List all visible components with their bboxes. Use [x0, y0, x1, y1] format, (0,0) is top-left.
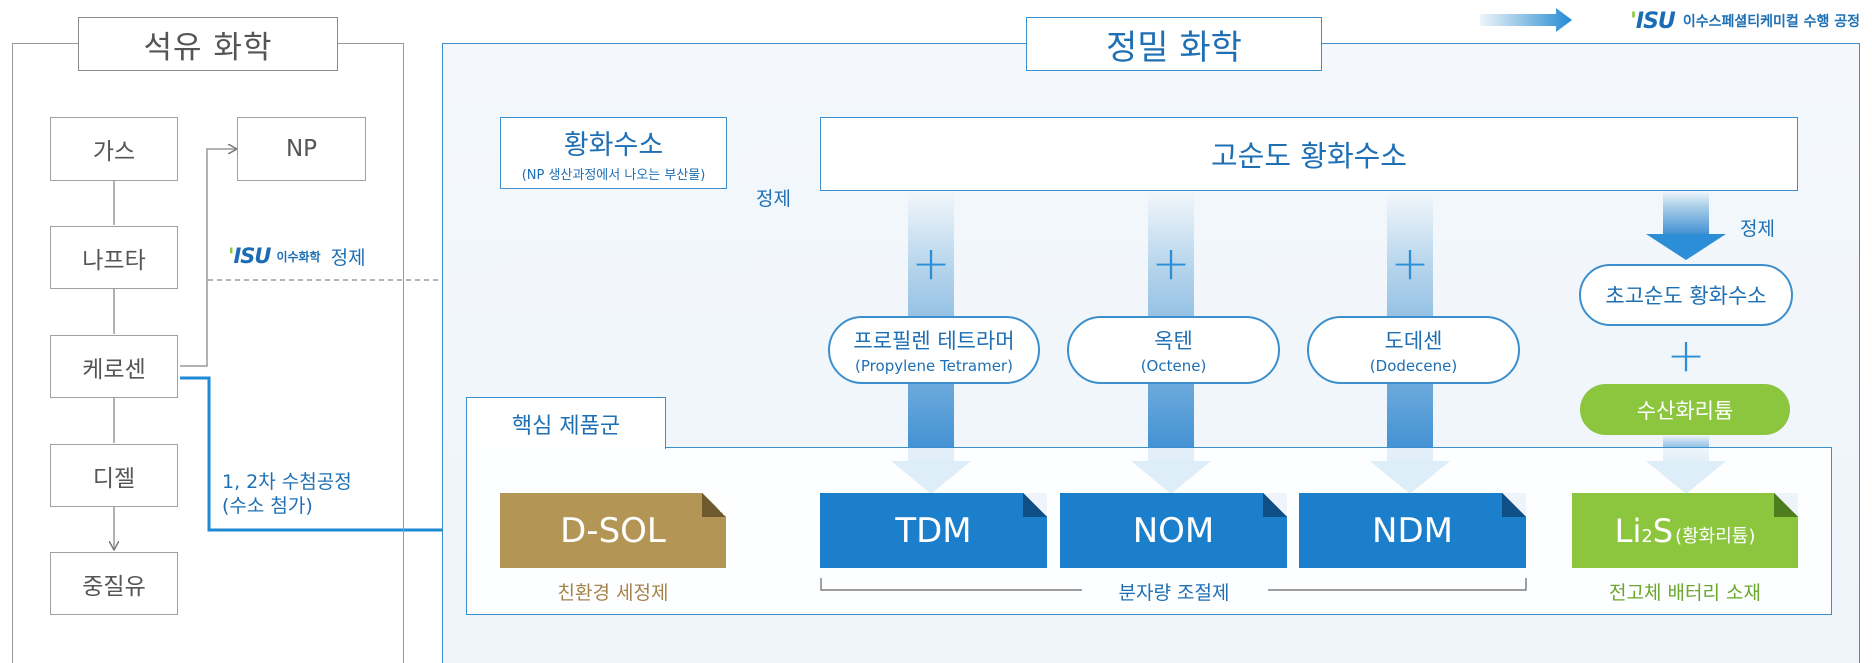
plus-icon: + [1390, 236, 1430, 290]
isu-specialty-logo: 'ISU [1630, 8, 1676, 34]
li2s-subscript: 2 [1641, 526, 1653, 547]
isu-company-name: 이수화학 [276, 249, 321, 264]
fold-corner-icon [1502, 493, 1526, 517]
fold-corner-icon [702, 493, 726, 517]
category-molecular-weight: 분자량 조절제 [1118, 581, 1230, 604]
high-purity-h2s-box: 고순도 황화수소 [820, 117, 1798, 191]
fine-chemical-title: 정밀 화학 [1026, 17, 1322, 71]
node-diesel: 디젤 [50, 444, 178, 507]
node-heavy-oil: 중질유 [50, 552, 178, 615]
lithium-hydroxide-pill: 수산화리튬 [1580, 384, 1790, 435]
reactant-dodecene: 도데센 (Dodecene) [1307, 316, 1520, 384]
refine-label-2: 정제 [1740, 218, 1775, 240]
node-np: NP [237, 117, 366, 181]
hydrogenation-label: 1, 2차 수첨공정 (수소 첨가) [222, 470, 352, 518]
molecular-weight-bracket [820, 578, 1527, 591]
category-li2s: 전고체 배터리 소재 [1609, 581, 1761, 604]
refine-label: 정제 [756, 188, 791, 210]
isu-refine-label: 정제 [330, 246, 366, 269]
node-naphtha: 나프타 [50, 226, 178, 289]
reactant-english: (Dodecene) [1369, 357, 1458, 375]
flow-pillar-ultra [1663, 191, 1709, 236]
hydrogenation-line2: (수소 첨가) [222, 495, 313, 517]
isu-specialty-note: 'ISU 이수스페셜티케미컬 수행 공정 [1480, 6, 1860, 36]
petrochemical-title: 석유 화학 [78, 17, 338, 71]
reactant-english: (Octene) [1140, 357, 1207, 375]
plus-icon: + [1151, 236, 1191, 290]
h2s-title: 황화수소 [563, 130, 664, 161]
reactant-name: 도데센 [1384, 329, 1443, 353]
fold-corner-icon [1774, 493, 1798, 517]
product-ndm: NDM [1299, 493, 1526, 568]
product-tdm: TDM [820, 493, 1047, 568]
ultra-high-purity-label: 초고순도 황화수소 [1605, 284, 1767, 308]
fold-corner-icon [1263, 493, 1287, 517]
h2s-subtitle: (NP 생산과정에서 나오는 부산물) [521, 168, 706, 183]
reactant-octene: 옥텐 (Octene) [1067, 316, 1280, 384]
h2s-box: 황화수소 (NP 생산과정에서 나오는 부산물) [500, 117, 727, 189]
reactant-name: 옥텐 [1154, 329, 1193, 353]
isu-logo: 'ISU [228, 244, 271, 268]
down-arrow-ultra [1646, 234, 1726, 260]
li2s-li: Li [1614, 511, 1642, 550]
li2s-s: S [1652, 511, 1674, 550]
isu-specialty-text: 이수스페셜티케미컬 수행 공정 [1682, 14, 1860, 30]
node-kerosene: 케로센 [50, 335, 178, 398]
category-dsol: 친환경 세정제 [557, 581, 669, 604]
reactant-propylene-tetramer: 프로필렌 테트라머 (Propylene Tetramer) [828, 316, 1040, 384]
reactant-name: 프로필렌 테트라머 [853, 329, 1015, 353]
node-gas: 가스 [50, 117, 178, 181]
isu-chemical-refine: 'ISU 이수화학 정제 [228, 240, 366, 272]
plus-icon: + [1666, 328, 1706, 382]
hydrogenation-line1: 1, 2차 수첨공정 [222, 471, 352, 493]
ultra-high-purity-pill: 초고순도 황화수소 [1579, 264, 1793, 326]
product-nom: NOM [1060, 493, 1287, 568]
core-products-tab: 핵심 제품군 [466, 397, 666, 449]
plus-icon: + [911, 236, 951, 290]
reactant-english: (Propylene Tetramer) [855, 357, 1013, 375]
fold-corner-icon [1023, 493, 1047, 517]
product-dsol: D-SOL [500, 493, 726, 568]
li2s-korean: (황화리튬) [1675, 525, 1756, 547]
